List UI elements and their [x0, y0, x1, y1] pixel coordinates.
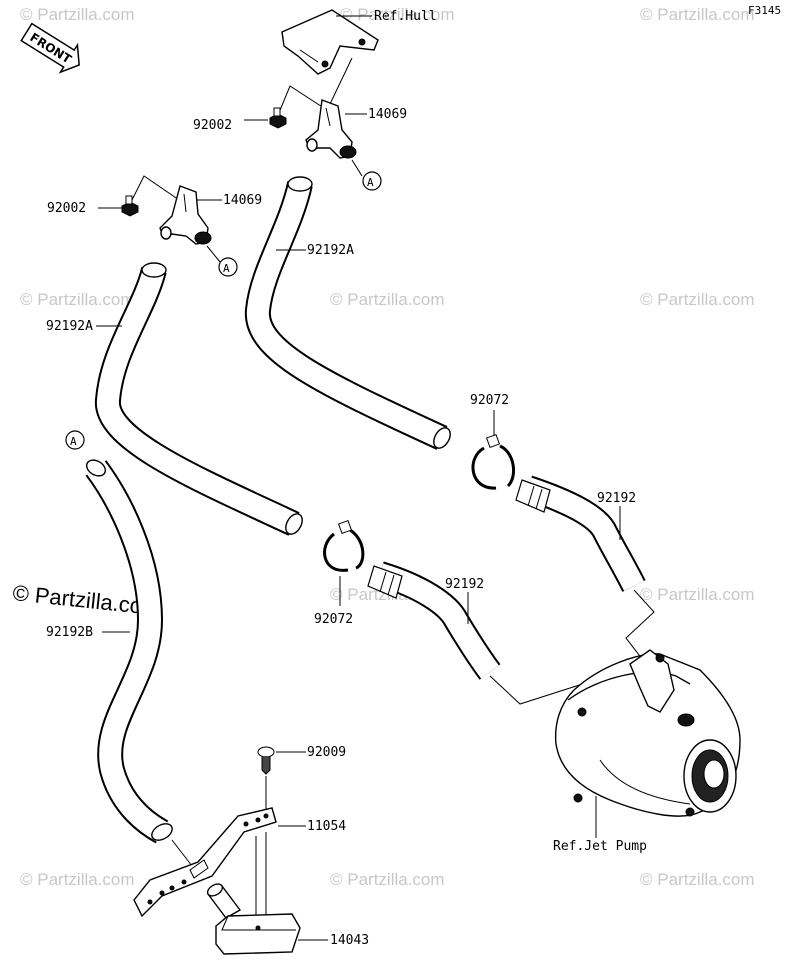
hull-bracket [281, 9, 379, 75]
watermark: © Partzilla.com [20, 290, 135, 309]
figure-code: F3145 [748, 4, 781, 17]
hose-92192A-left [95, 262, 303, 536]
ref-hull-label: Ref.Hull [374, 9, 437, 24]
clamp-92072-bottom [323, 519, 365, 572]
part-92072-bottom: 92072 [314, 612, 353, 627]
part-92192B: 92192B [46, 625, 93, 640]
connector-a-mid: A [218, 257, 238, 277]
part-92192A-left: 92192A [46, 319, 93, 334]
connector-a-bottom: A [65, 430, 85, 450]
screw-92009 [257, 746, 275, 775]
part-92192-mid: 92192 [445, 577, 484, 592]
watermark: © Partzilla.com [640, 5, 755, 24]
watermark: © Partzilla.com [640, 290, 755, 309]
front-arrow-icon: FRONT [20, 22, 80, 74]
hose-92192A-right [244, 176, 451, 450]
part-92009: 92009 [307, 745, 346, 760]
watermark: © Partzilla.com [640, 585, 755, 604]
bolt-92002-top [269, 107, 287, 129]
watermark: © Partzilla.com [330, 290, 445, 309]
ref-jet-pump-label: Ref.Jet Pump [553, 839, 647, 854]
part-14043: 14043 [330, 933, 369, 948]
clamp-92072-top [471, 433, 516, 490]
svg-text:A: A [223, 262, 230, 275]
strainer-14043 [206, 883, 301, 955]
bolt-92002-mid [121, 195, 139, 217]
jet-pump [554, 649, 741, 817]
watermark: © Partzilla.com [20, 870, 135, 889]
part-92002-mid: 92002 [47, 201, 86, 216]
part-14069-mid: 14069 [223, 193, 262, 208]
part-14069-top: 14069 [368, 107, 407, 122]
fitting-14069-mid [159, 185, 212, 245]
part-92002-top: 92002 [193, 118, 232, 133]
watermark: © Partzilla.com [20, 5, 135, 24]
svg-text:A: A [367, 176, 374, 189]
part-92192A-right: 92192A [307, 243, 354, 258]
watermark: © Partzilla.com [640, 870, 755, 889]
part-92192-right: 92192 [597, 491, 636, 506]
hose-92192-right [515, 475, 646, 592]
watermark: © Partzilla.com [340, 5, 455, 24]
hose-92192-mid [367, 561, 501, 680]
hose-92192B [85, 459, 173, 844]
svg-text:A: A [70, 435, 77, 448]
bracket-11054 [133, 807, 277, 918]
connector-a-top: A [362, 171, 382, 191]
part-11054: 11054 [307, 819, 346, 834]
part-92072-top: 92072 [470, 393, 509, 408]
watermark: © Partzilla.com [330, 870, 445, 889]
fitting-14069-top [305, 99, 357, 159]
